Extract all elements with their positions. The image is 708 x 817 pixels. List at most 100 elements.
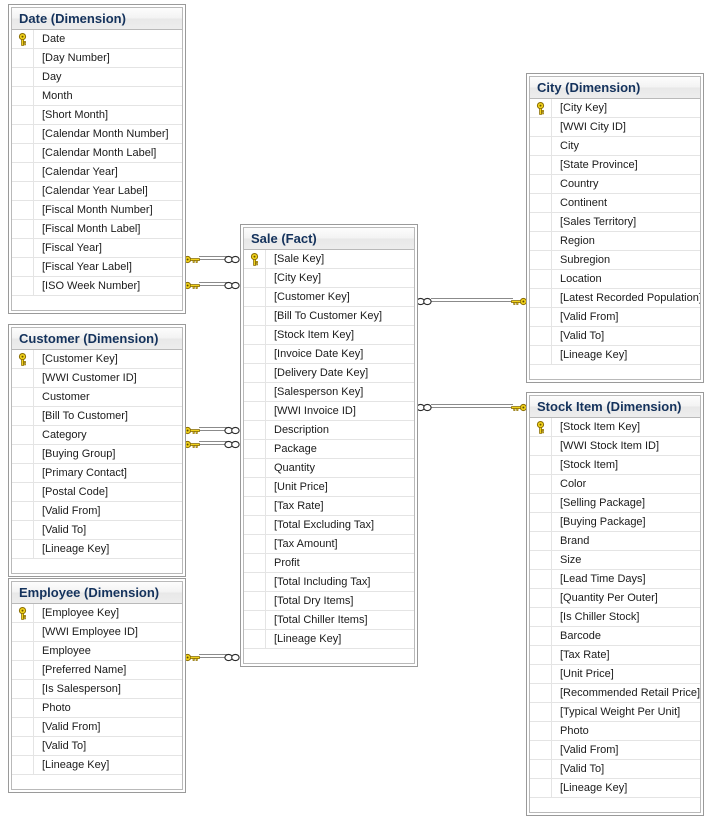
column-row[interactable]: Location — [530, 270, 700, 289]
column-row[interactable]: Region — [530, 232, 700, 251]
column-row[interactable]: [Is Chiller Stock] — [530, 608, 700, 627]
column-row[interactable]: [Total Chiller Items] — [244, 611, 414, 630]
column-row[interactable]: [Customer Key] — [244, 288, 414, 307]
column-row[interactable]: [Stock Item] — [530, 456, 700, 475]
column-row[interactable]: [Valid From] — [12, 718, 182, 737]
column-row[interactable]: [Preferred Name] — [12, 661, 182, 680]
column-row[interactable]: [Total Excluding Tax] — [244, 516, 414, 535]
column-row[interactable]: [Tax Rate] — [530, 646, 700, 665]
column-row[interactable]: Day — [12, 68, 182, 87]
column-row[interactable]: [WWI Invoice ID] — [244, 402, 414, 421]
column-row[interactable]: [Calendar Year] — [12, 163, 182, 182]
column-row[interactable]: [State Province] — [530, 156, 700, 175]
column-row[interactable]: [Total Including Tax] — [244, 573, 414, 592]
column-row[interactable]: [Valid To] — [530, 327, 700, 346]
column-row[interactable]: Employee — [12, 642, 182, 661]
entity-table-employee[interactable]: Employee (Dimension)[Employee Key][WWI E… — [8, 578, 186, 793]
column-row[interactable]: [ISO Week Number] — [12, 277, 182, 296]
column-row[interactable]: [Lineage Key] — [12, 756, 182, 775]
column-row[interactable]: Date — [12, 30, 182, 49]
column-row[interactable]: [Valid From] — [530, 741, 700, 760]
column-row[interactable]: [Valid To] — [530, 760, 700, 779]
relationship-employee-salesperson[interactable] — [184, 650, 240, 662]
column-row[interactable]: Photo — [530, 722, 700, 741]
column-row[interactable]: [Lineage Key] — [530, 346, 700, 365]
column-row[interactable]: [Unit Price] — [244, 478, 414, 497]
relationship-date-invoice[interactable] — [184, 252, 240, 264]
column-row[interactable]: [City Key] — [530, 99, 700, 118]
column-row[interactable]: [Calendar Year Label] — [12, 182, 182, 201]
column-row[interactable]: [Primary Contact] — [12, 464, 182, 483]
column-row[interactable]: Size — [530, 551, 700, 570]
column-row[interactable]: [Unit Price] — [530, 665, 700, 684]
column-row[interactable]: Category — [12, 426, 182, 445]
entity-table-city[interactable]: City (Dimension)[City Key][WWI City ID]C… — [526, 73, 704, 383]
column-row[interactable]: [Typical Weight Per Unit] — [530, 703, 700, 722]
column-row[interactable]: [Valid From] — [530, 308, 700, 327]
relationship-customer-customer[interactable] — [184, 423, 240, 435]
column-row[interactable]: Package — [244, 440, 414, 459]
column-row[interactable]: [Valid From] — [12, 502, 182, 521]
column-row[interactable]: [Short Month] — [12, 106, 182, 125]
column-row[interactable]: [Tax Amount] — [244, 535, 414, 554]
column-row[interactable]: [Quantity Per Outer] — [530, 589, 700, 608]
column-row[interactable]: Country — [530, 175, 700, 194]
column-row[interactable]: Subregion — [530, 251, 700, 270]
column-row[interactable]: [Recommended Retail Price] — [530, 684, 700, 703]
column-row[interactable]: [Fiscal Month Number] — [12, 201, 182, 220]
column-row[interactable]: [WWI Customer ID] — [12, 369, 182, 388]
column-row[interactable]: [Salesperson Key] — [244, 383, 414, 402]
column-row[interactable]: [Valid To] — [12, 521, 182, 540]
entity-table-stockitem[interactable]: Stock Item (Dimension)[Stock Item Key][W… — [526, 392, 704, 816]
column-row[interactable]: Profit — [244, 554, 414, 573]
column-row[interactable]: [Sale Key] — [244, 250, 414, 269]
column-row[interactable]: Brand — [530, 532, 700, 551]
column-row[interactable]: [Lineage Key] — [530, 779, 700, 798]
column-row[interactable]: [Buying Group] — [12, 445, 182, 464]
column-row[interactable]: [Lead Time Days] — [530, 570, 700, 589]
column-row[interactable]: [Latest Recorded Population] — [530, 289, 700, 308]
column-row[interactable]: [Stock Item Key] — [244, 326, 414, 345]
column-row[interactable]: City — [530, 137, 700, 156]
column-row[interactable]: [Fiscal Month Label] — [12, 220, 182, 239]
entity-table-sale[interactable]: Sale (Fact)[Sale Key][City Key][Customer… — [240, 224, 418, 667]
relationship-customer-billto[interactable] — [184, 437, 240, 449]
column-row[interactable]: [Calendar Month Label] — [12, 144, 182, 163]
column-row[interactable]: [Is Salesperson] — [12, 680, 182, 699]
entity-table-customer[interactable]: Customer (Dimension)[Customer Key][WWI C… — [8, 324, 186, 577]
column-row[interactable]: [City Key] — [244, 269, 414, 288]
column-row[interactable]: Description — [244, 421, 414, 440]
column-row[interactable]: [Fiscal Year] — [12, 239, 182, 258]
column-row[interactable]: [Bill To Customer] — [12, 407, 182, 426]
column-row[interactable]: [Postal Code] — [12, 483, 182, 502]
column-row[interactable]: [Tax Rate] — [244, 497, 414, 516]
column-row[interactable]: [Delivery Date Key] — [244, 364, 414, 383]
column-row[interactable]: [Total Dry Items] — [244, 592, 414, 611]
column-row[interactable]: [Customer Key] — [12, 350, 182, 369]
column-row[interactable]: [Invoice Date Key] — [244, 345, 414, 364]
column-row[interactable]: Color — [530, 475, 700, 494]
column-row[interactable]: [Fiscal Year Label] — [12, 258, 182, 277]
relationship-sale-city[interactable] — [416, 294, 527, 306]
column-row[interactable]: [Stock Item Key] — [530, 418, 700, 437]
column-row[interactable]: [Bill To Customer Key] — [244, 307, 414, 326]
column-row[interactable]: [Lineage Key] — [244, 630, 414, 649]
column-row[interactable]: [WWI Employee ID] — [12, 623, 182, 642]
column-row[interactable]: [Lineage Key] — [12, 540, 182, 559]
column-row[interactable]: [Calendar Month Number] — [12, 125, 182, 144]
column-row[interactable]: Month — [12, 87, 182, 106]
column-row[interactable]: [WWI City ID] — [530, 118, 700, 137]
column-row[interactable]: Continent — [530, 194, 700, 213]
column-row[interactable]: Customer — [12, 388, 182, 407]
relationship-date-delivery[interactable] — [184, 278, 240, 290]
column-row[interactable]: [WWI Stock Item ID] — [530, 437, 700, 456]
column-row[interactable]: Photo — [12, 699, 182, 718]
column-row[interactable]: Barcode — [530, 627, 700, 646]
column-row[interactable]: [Employee Key] — [12, 604, 182, 623]
column-row[interactable]: [Buying Package] — [530, 513, 700, 532]
column-row[interactable]: [Valid To] — [12, 737, 182, 756]
column-row[interactable]: [Selling Package] — [530, 494, 700, 513]
column-row[interactable]: [Sales Territory] — [530, 213, 700, 232]
relationship-sale-stockitem[interactable] — [416, 400, 527, 412]
